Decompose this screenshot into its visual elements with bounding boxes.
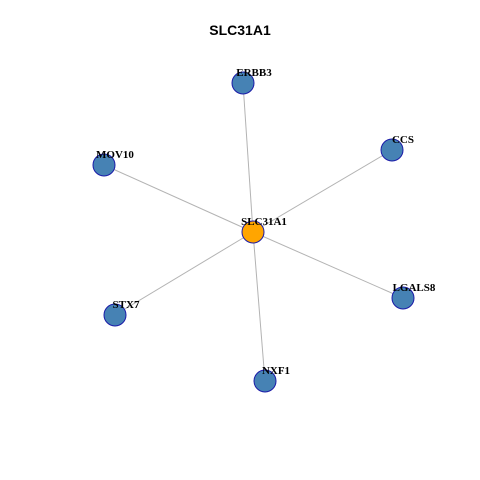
- node-label-stx7: STX7: [113, 299, 140, 311]
- node-label-erbb3: ERBB3: [236, 67, 272, 79]
- node-slc31a1[interactable]: [241, 220, 265, 244]
- node-mov10[interactable]: [92, 153, 116, 177]
- node-erbb3[interactable]: [231, 71, 255, 95]
- node-lgals8[interactable]: [391, 286, 415, 310]
- edge-slc31a1-stx7: [114, 231, 254, 316]
- edge-slc31a1-erbb3: [242, 82, 254, 233]
- node-stx7[interactable]: [103, 303, 127, 327]
- graph-title: SLC31A1: [209, 22, 271, 38]
- node-ccs[interactable]: [380, 138, 404, 162]
- edge-slc31a1-mov10: [103, 164, 254, 233]
- edge-slc31a1-lgals8: [252, 231, 404, 299]
- node-nxf1[interactable]: [253, 369, 277, 393]
- node-label-nxf1: NXF1: [262, 365, 290, 377]
- edge-slc31a1-nxf1: [252, 231, 266, 382]
- node-label-ccs: CCS: [392, 134, 414, 146]
- edge-slc31a1-ccs: [252, 149, 393, 233]
- node-label-lgals8: LGALS8: [393, 282, 436, 294]
- nodes-layer: [92, 71, 415, 393]
- node-label-mov10: MOV10: [96, 149, 134, 161]
- node-label-slc31a1: SLC31A1: [241, 216, 287, 228]
- edges-layer: [103, 82, 404, 382]
